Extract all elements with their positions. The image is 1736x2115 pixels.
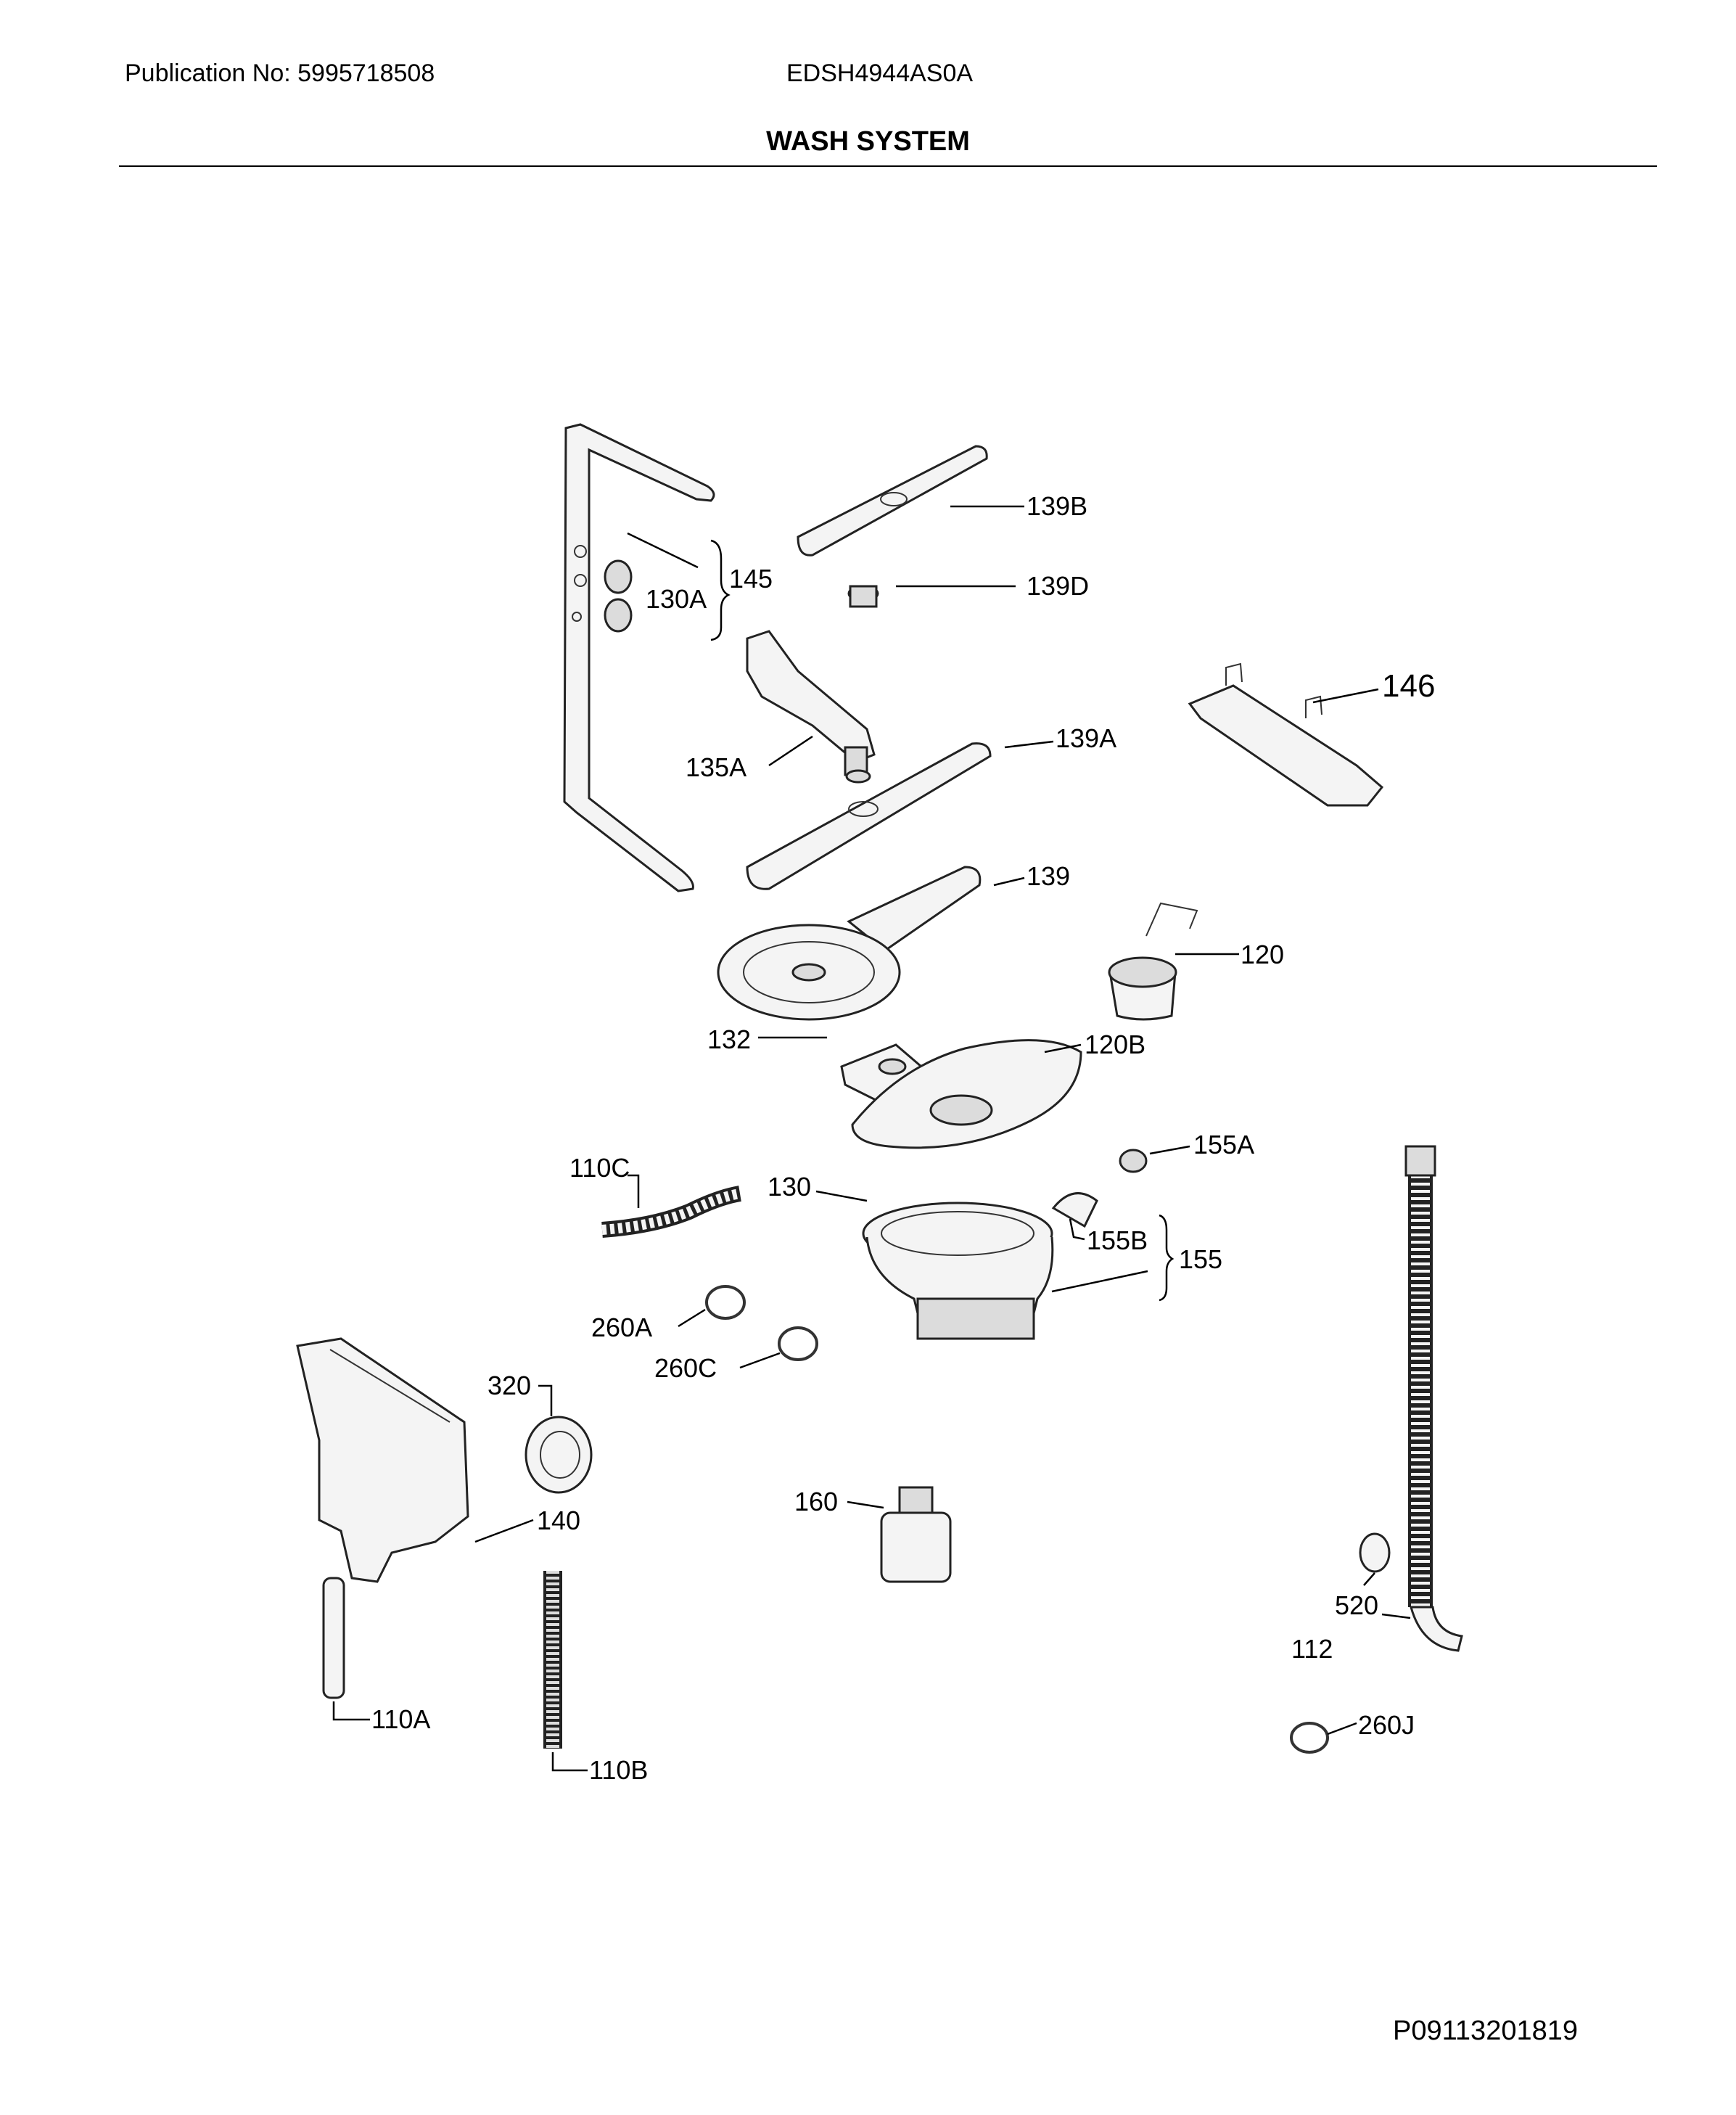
label-146: 146 (1382, 668, 1435, 704)
label-140: 140 (537, 1506, 580, 1535)
hose-110c-part (601, 1186, 742, 1238)
leader-155b (1069, 1218, 1085, 1241)
label-520: 520 (1335, 1590, 1378, 1620)
support-135a-part (746, 630, 876, 784)
lower-spray-arm-part (717, 866, 982, 1021)
nut-139d-part (847, 585, 879, 608)
leader-145 (627, 532, 699, 569)
label-260j: 260J (1358, 1710, 1415, 1740)
label-110c: 110C (569, 1153, 630, 1183)
label-155: 155 (1179, 1244, 1222, 1274)
leader-155 (1051, 1270, 1148, 1293)
label-260c: 260C (654, 1353, 717, 1383)
label-139d: 139D (1027, 571, 1089, 601)
leader-139a (1004, 740, 1054, 749)
image-code: P09113201819 (1393, 2016, 1578, 2046)
sump-130-part (862, 1202, 1054, 1340)
leader-260a (678, 1308, 706, 1328)
leader-130 (815, 1190, 868, 1202)
drain-hose-112-part (1404, 1145, 1463, 1652)
label-160: 160 (794, 1487, 838, 1516)
brace-155 (1159, 1214, 1175, 1302)
upper-spray-arm-part (797, 445, 988, 557)
leader-155a (1149, 1145, 1190, 1155)
leader-110c (628, 1174, 640, 1208)
clamp-260c-part (778, 1326, 818, 1361)
label-120b: 120B (1085, 1030, 1145, 1059)
leader-260c (739, 1352, 781, 1369)
label-139b: 139B (1027, 491, 1087, 521)
label-135a: 135A (686, 752, 746, 782)
nozzle-130a-part (604, 559, 633, 633)
leader-160 (847, 1500, 884, 1509)
leader-135a (768, 735, 813, 767)
clamp-260a-part (705, 1285, 746, 1320)
leader-139 (993, 876, 1025, 887)
page-title: WASH SYSTEM (766, 126, 970, 157)
leader-520 (1363, 1572, 1375, 1586)
label-120: 120 (1241, 940, 1284, 969)
label-155a: 155A (1193, 1130, 1254, 1159)
label-132: 132 (707, 1024, 751, 1054)
label-130a: 130A (646, 584, 707, 614)
model-number: EDSH4944AS0A (786, 59, 974, 87)
housing-140-part (296, 1337, 469, 1583)
flap-155b-part (1051, 1192, 1098, 1228)
leader-112 (1381, 1613, 1411, 1619)
pump-160-part (880, 1486, 952, 1583)
label-112: 112 (1291, 1634, 1333, 1664)
filter-120-part (1108, 902, 1198, 1021)
leader-120b (1044, 1043, 1082, 1054)
label-139: 139 (1027, 861, 1070, 891)
clamp-260j-part (1290, 1722, 1329, 1754)
header-rule (119, 165, 1657, 167)
label-130: 130 (768, 1172, 811, 1202)
seal-320-part (524, 1416, 593, 1494)
leader-146 (1312, 688, 1379, 704)
publication-number: Publication No: 5995718508 (125, 59, 435, 87)
grommet-155a-part (1119, 1149, 1148, 1173)
upper-spray-tube-part (563, 423, 715, 892)
leader-260j (1327, 1722, 1357, 1736)
filter-plate-120b-part (851, 1039, 1082, 1149)
leader-140 (474, 1519, 534, 1543)
brace-145 (710, 539, 731, 641)
label-110b: 110B (589, 1755, 648, 1785)
label-155b: 155B (1087, 1225, 1148, 1255)
label-110a: 110A (371, 1704, 430, 1734)
label-260a: 260A (591, 1313, 652, 1342)
label-320: 320 (488, 1371, 531, 1400)
manifold-146-part (1188, 662, 1384, 807)
clip-520-part (1359, 1532, 1391, 1573)
label-145: 145 (729, 564, 773, 594)
label-139a: 139A (1056, 723, 1116, 753)
leader-110a (332, 1701, 370, 1721)
middle-spray-arm-part (746, 742, 992, 890)
leader-110b (551, 1752, 588, 1772)
tube-110a-part (322, 1577, 345, 1699)
leader-320 (538, 1384, 553, 1416)
